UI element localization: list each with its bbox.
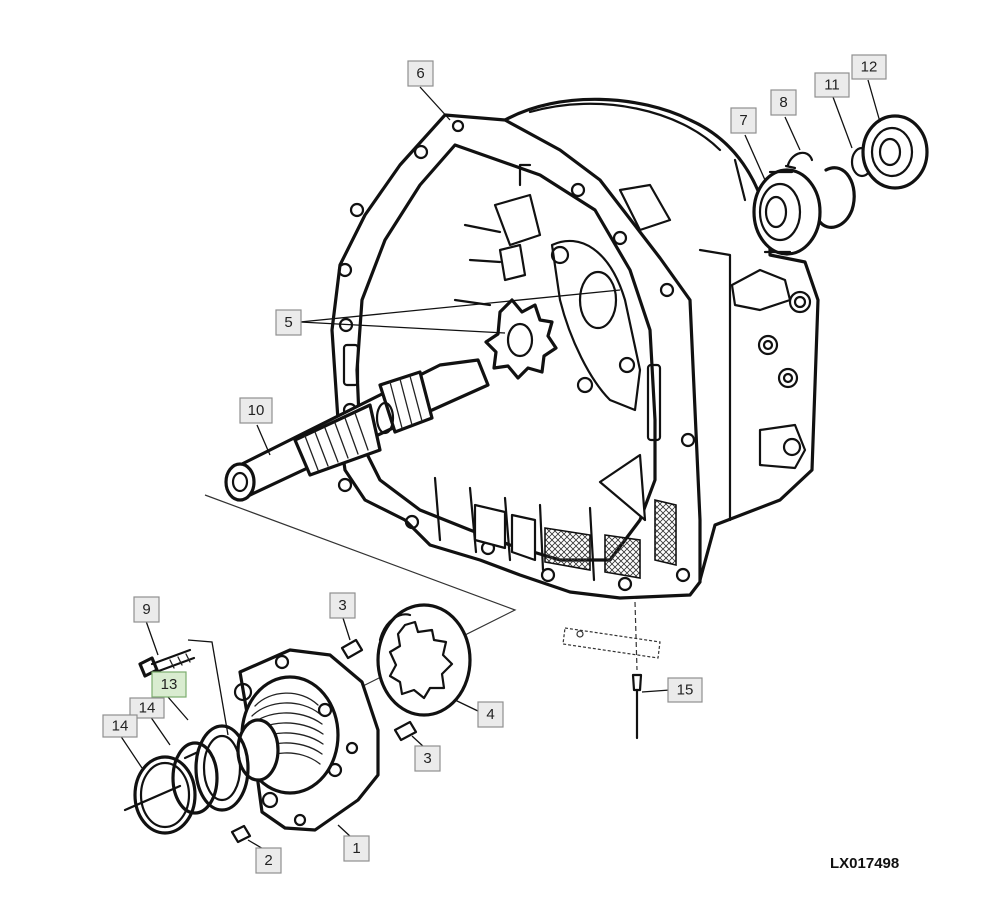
svg-text:1: 1	[352, 840, 360, 857]
part-label-4[interactable]: 4	[477, 701, 504, 728]
svg-text:4: 4	[486, 706, 494, 723]
dowel-pin-lower	[393, 720, 418, 742]
part-label-3-lower[interactable]: 3	[414, 745, 441, 772]
leader-lines	[119, 79, 881, 851]
svg-text:5: 5	[284, 314, 292, 331]
dowel-pin-upper	[340, 638, 364, 660]
part-label-13[interactable]: 13	[151, 671, 187, 698]
dipstick	[631, 601, 643, 740]
part-label-11[interactable]: 11	[814, 72, 850, 98]
seal	[861, 114, 929, 190]
svg-text:3: 3	[423, 750, 431, 767]
svg-text:11: 11	[824, 77, 840, 94]
plug	[230, 824, 252, 844]
svg-text:7: 7	[739, 112, 747, 129]
bearing	[752, 168, 822, 256]
bottom-ribs	[433, 476, 677, 582]
pump-gear	[484, 298, 558, 380]
svg-text:10: 10	[248, 402, 265, 419]
svg-text:15: 15	[677, 682, 694, 699]
svg-text:6: 6	[416, 65, 424, 82]
svg-text:14: 14	[139, 700, 156, 717]
part-label-5[interactable]: 5	[275, 309, 302, 336]
part-label-14-upper[interactable]: 14	[129, 697, 165, 719]
transmission-housing	[330, 97, 820, 600]
svg-text:2: 2	[264, 852, 272, 869]
svg-text:12: 12	[861, 59, 878, 76]
drawing-code: LX017498	[830, 855, 899, 872]
front-cover	[233, 648, 380, 832]
gasket-outline	[562, 627, 661, 659]
ring-gear	[376, 603, 472, 717]
part-label-15[interactable]: 15	[667, 677, 703, 703]
part-label-1[interactable]: 1	[343, 835, 370, 862]
svg-text:8: 8	[779, 94, 787, 111]
part-label-10[interactable]: 10	[239, 397, 273, 424]
svg-text:9: 9	[142, 601, 150, 618]
part-label-12[interactable]: 12	[851, 54, 887, 80]
snap-ring-13	[194, 724, 250, 812]
part-label-14-lower[interactable]: 14	[102, 714, 138, 738]
input-shaft	[224, 358, 490, 502]
circlip-small	[784, 151, 814, 170]
part-label-3-upper[interactable]: 3	[329, 592, 356, 619]
circlip-large	[818, 166, 856, 229]
part-label-2[interactable]: 2	[255, 847, 282, 874]
svg-text:3: 3	[338, 597, 346, 614]
piston-ring-14-inner	[171, 741, 219, 815]
part-label-6[interactable]: 6	[407, 60, 434, 87]
svg-text:14: 14	[112, 718, 129, 735]
piston-ring-14-outer	[123, 755, 197, 835]
part-label-8[interactable]: 8	[770, 89, 797, 116]
part-label-9[interactable]: 9	[133, 596, 160, 623]
part-label-7[interactable]: 7	[730, 107, 757, 134]
svg-text:13: 13	[161, 676, 178, 693]
